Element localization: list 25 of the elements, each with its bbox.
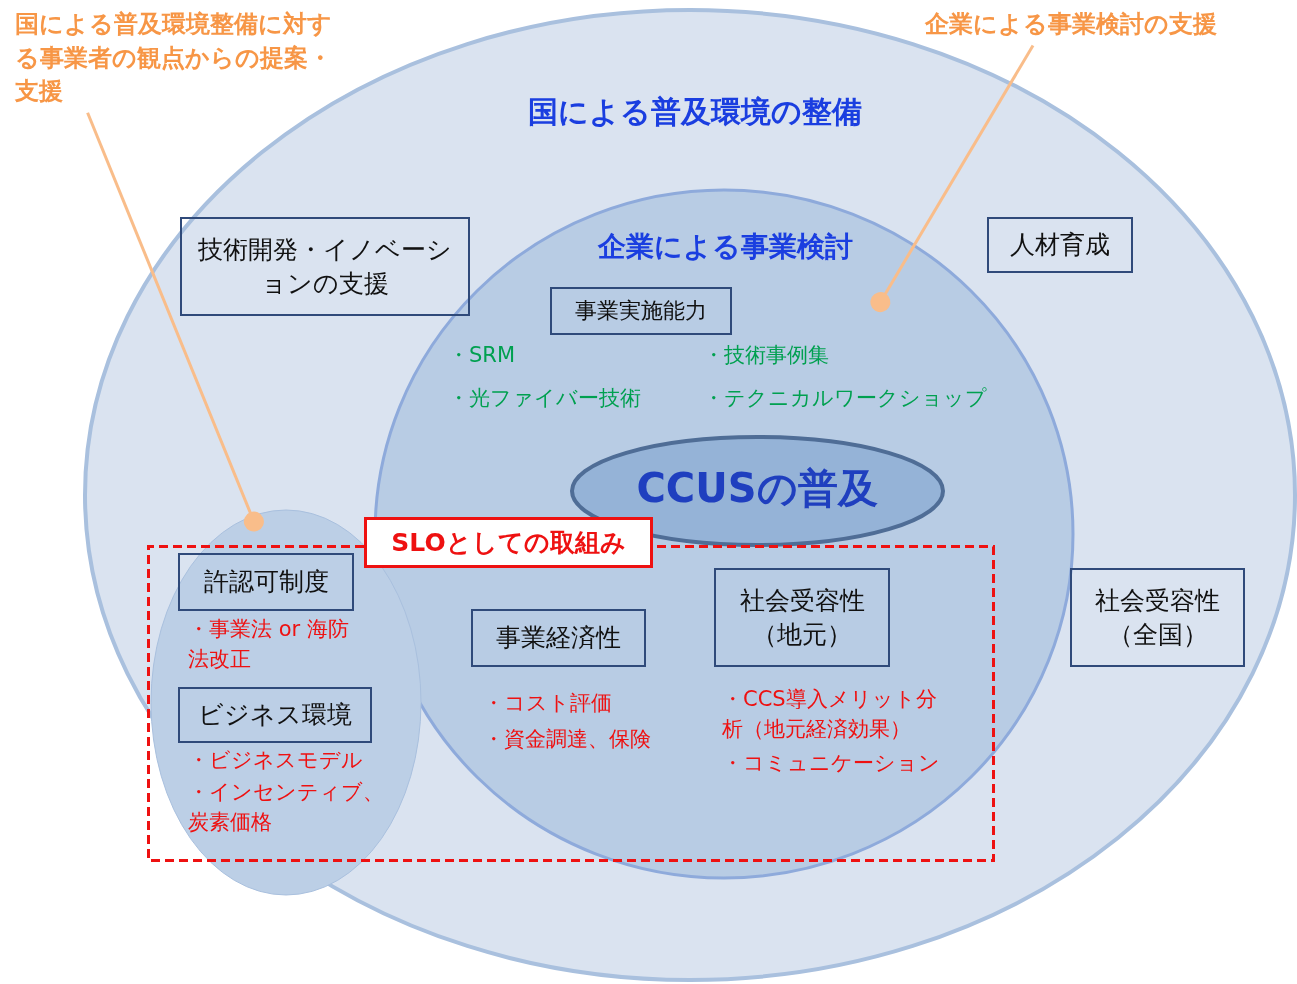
region-title: 企業による事業検討 — [596, 229, 854, 265]
frame-title: SLOとしての取組み — [364, 517, 653, 568]
bullet-text: ・資金調達、保険 — [483, 726, 652, 753]
bullet-text: ・光ファイバー技術 — [448, 385, 642, 412]
bullet-text: ・事業法 or 海防法改正 — [188, 616, 350, 674]
leader-line — [870, 44, 1035, 313]
bullet-text: ・テクニカルワークショップ — [703, 385, 988, 412]
category-box: 社会受容性（全国） — [1070, 568, 1245, 667]
leader-line — [86, 112, 264, 532]
annotation-text: 国による普及環境整備に対する事業者の観点からの提案・支援 — [15, 8, 345, 109]
bullet-text: ・CCS導入メリット分析（地元経済効果） — [722, 686, 938, 744]
bullet-text: ・SRM — [448, 342, 517, 369]
category-box: 技術開発・イノベーションの支援 — [180, 217, 470, 316]
region-title: 国による普及環境の整備 — [527, 93, 863, 131]
category-box: 事業経済性 — [471, 609, 646, 667]
category-box: 人材育成 — [987, 217, 1133, 273]
bullet-text: ・コミュニケーション — [722, 750, 941, 777]
region-title: CCUSの普及 — [635, 464, 879, 513]
bullet-text: ・技術事例集 — [703, 342, 830, 369]
bullet-text: ・ビジネスモデル — [188, 747, 364, 774]
annotation-text: 企業による事業検討の支援 — [925, 8, 1285, 42]
bullet-text: ・インセンティブ、炭素価格 — [188, 779, 385, 837]
category-box: 社会受容性（地元） — [714, 568, 890, 667]
category-box: 事業実施能力 — [550, 287, 732, 335]
bullet-text: ・コスト評価 — [483, 690, 613, 717]
